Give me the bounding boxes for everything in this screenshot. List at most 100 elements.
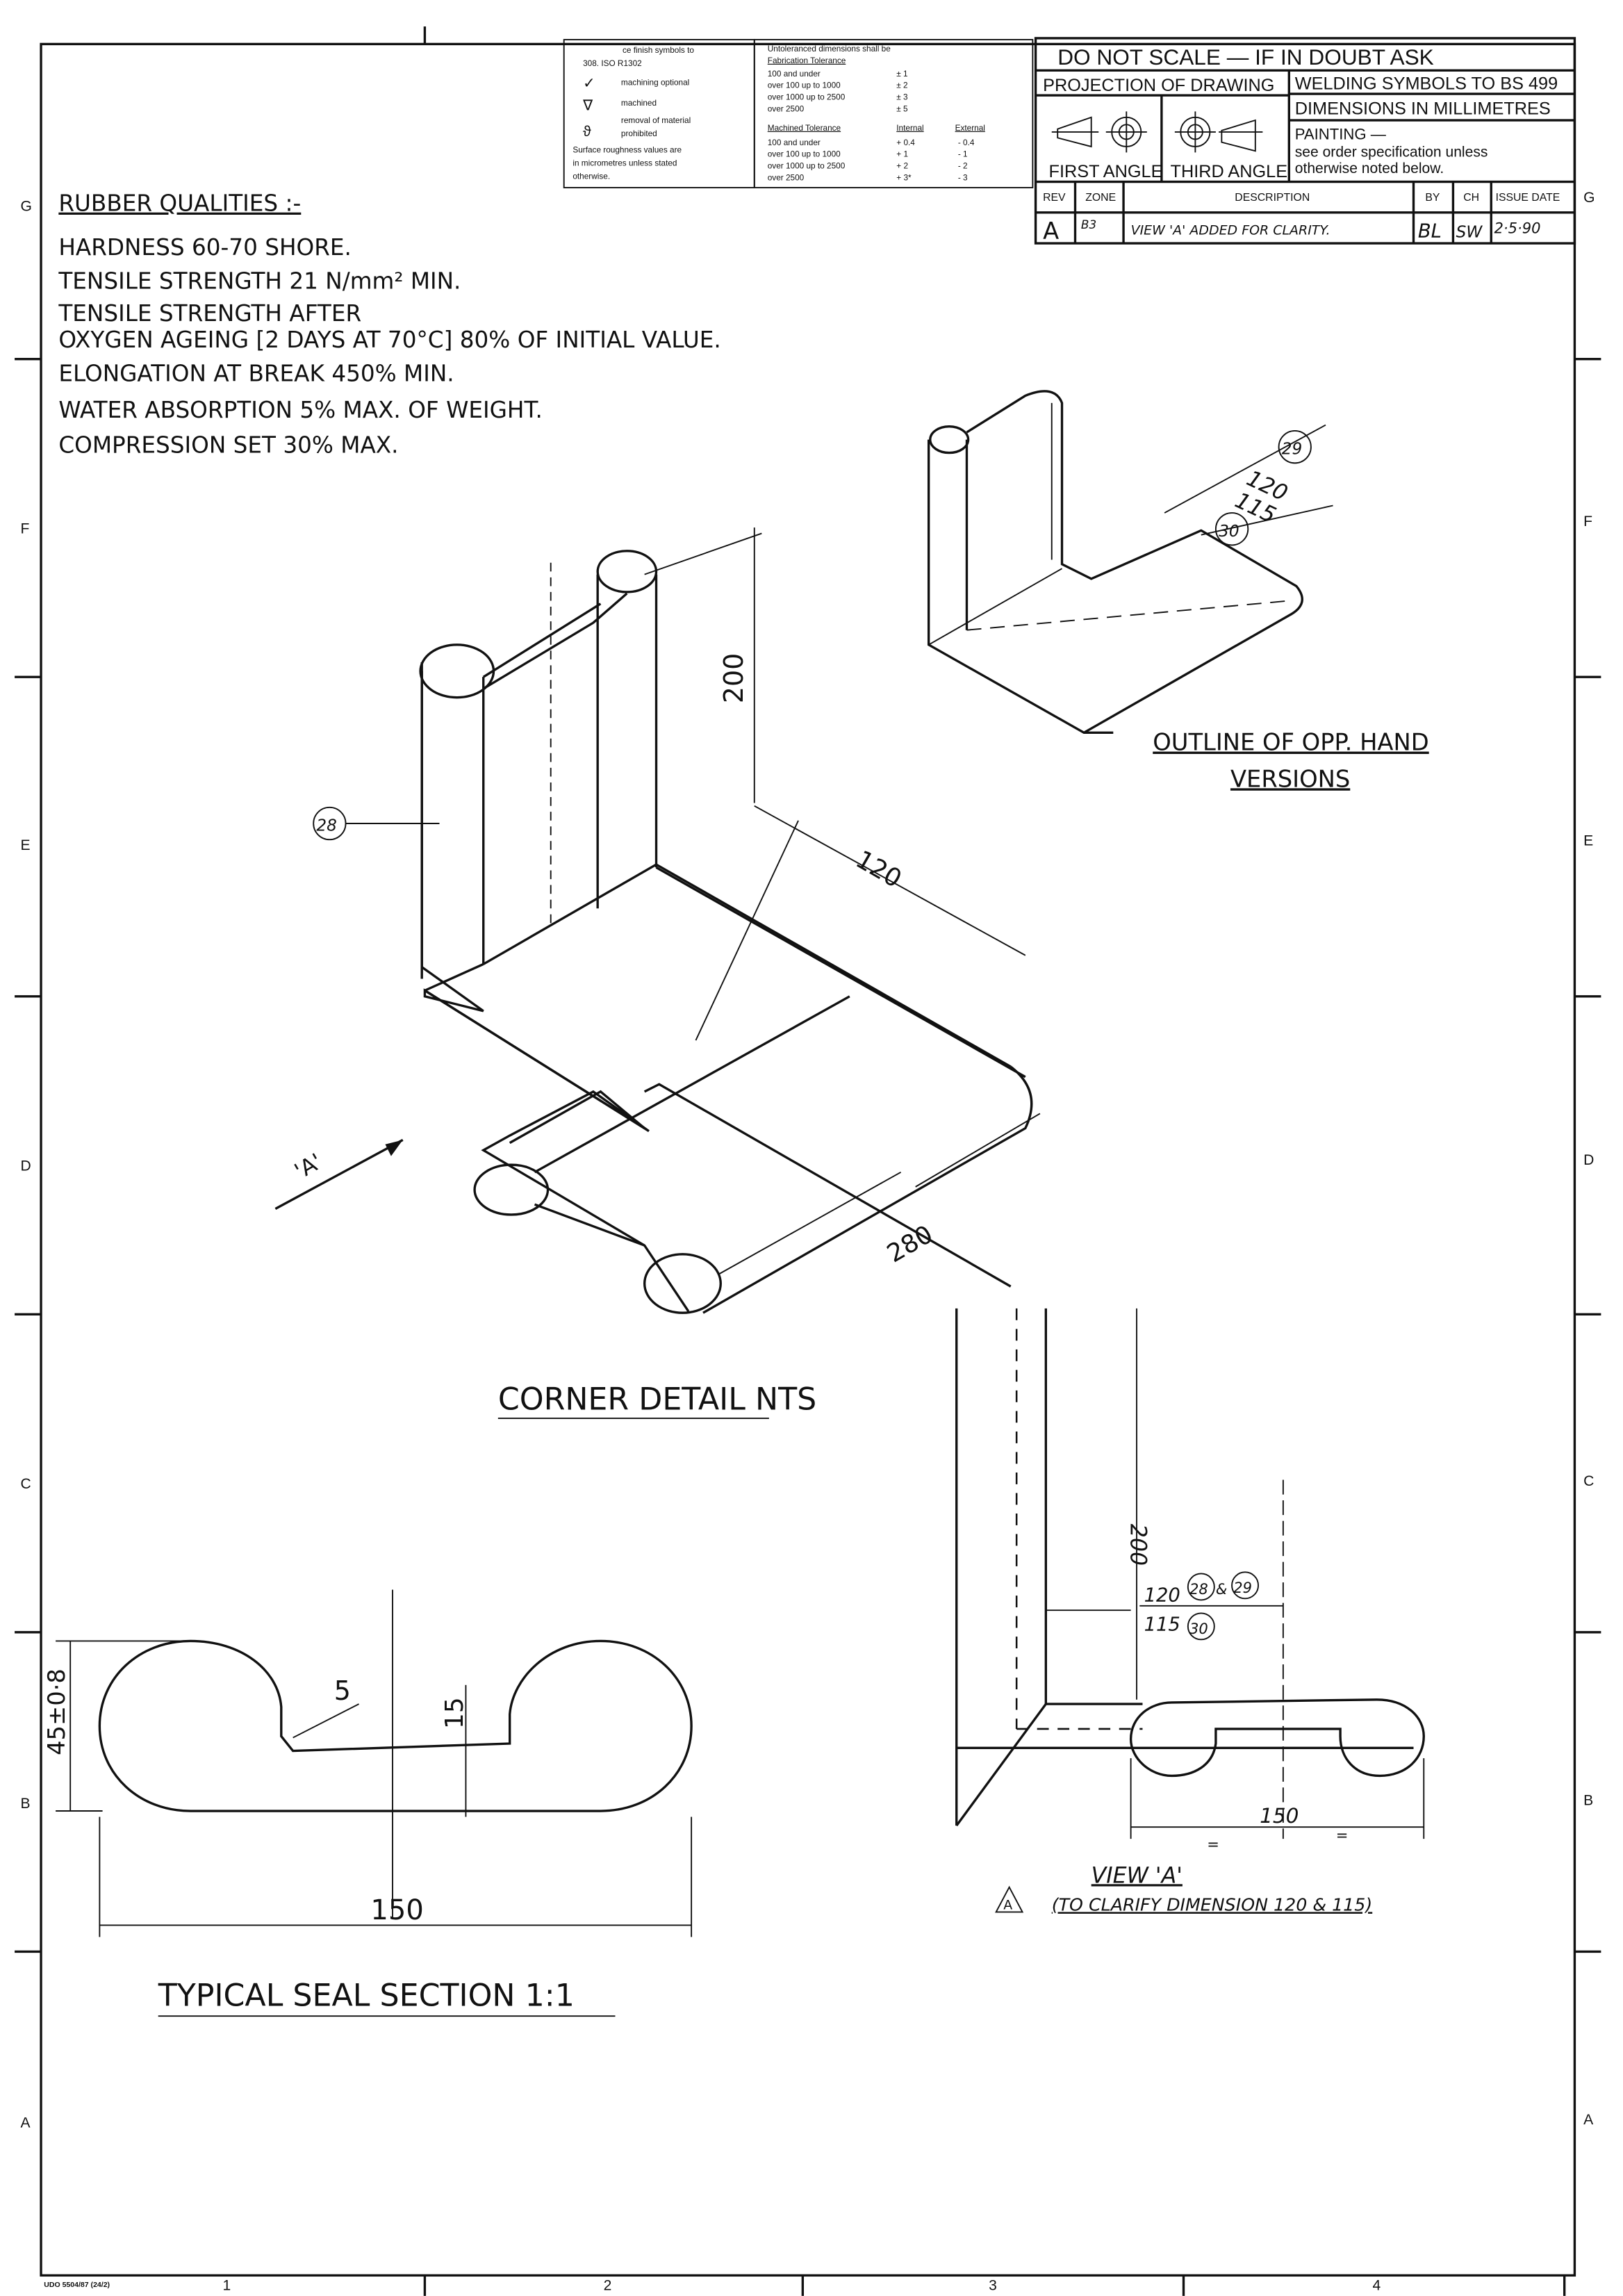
zone-2: 2 bbox=[604, 2277, 612, 2293]
view-a-note: (TO CLARIFY DIMENSION 120 & 115) bbox=[1052, 1894, 1372, 1914]
fab-range: over 100 up to 1000 bbox=[768, 81, 841, 90]
opp-hand-title-1: OUTLINE OF OPP. HAND bbox=[1153, 729, 1428, 756]
roughness-note-3: otherwise. bbox=[572, 171, 610, 181]
rubber-line: WATER ABSORPTION 5% MAX. OF WEIGHT. bbox=[58, 397, 543, 423]
view-a-dim-120: 120 bbox=[1144, 1585, 1180, 1607]
zone-e-left: E bbox=[21, 837, 31, 853]
view-a-dim-150: 150 bbox=[1260, 1804, 1299, 1828]
fab-range: over 2500 bbox=[768, 104, 805, 113]
rev-header: REV bbox=[1043, 192, 1066, 204]
fab-range: 100 and under bbox=[768, 69, 821, 79]
ch-header: CH bbox=[1463, 192, 1479, 204]
title-block: DO NOT SCALE — IF IN DOUBT ASK PROJECTIO… bbox=[1034, 37, 1576, 245]
mach-range: over 1000 up to 2500 bbox=[768, 161, 846, 171]
view-a-dim-115: 115 bbox=[1144, 1614, 1180, 1636]
projection-label: PROJECTION OF DRAWING bbox=[1043, 76, 1274, 95]
fabrication-rows: 100 and under± 1 over 100 up to 1000± 2 … bbox=[768, 69, 908, 114]
machined: machined bbox=[621, 98, 657, 108]
drawing-frame bbox=[15, 26, 1601, 2296]
zone-f-right: F bbox=[1583, 514, 1592, 530]
zone-4: 4 bbox=[1372, 2277, 1381, 2293]
mach-range: 100 and under bbox=[768, 138, 821, 147]
seal-dim-5: 5 bbox=[334, 1675, 351, 1706]
mach-ext: - 2 bbox=[958, 161, 968, 171]
item-balloon-29: 29 bbox=[1282, 440, 1303, 459]
view-a-item-28: 28 bbox=[1189, 1580, 1208, 1598]
zone-b-right: B bbox=[1583, 1793, 1593, 1809]
third-angle-label: THIRD ANGLE bbox=[1171, 162, 1288, 181]
painting-note-2: otherwise noted below. bbox=[1295, 161, 1444, 177]
first-angle-label: FIRST ANGLE bbox=[1049, 162, 1163, 181]
seal-dim-150: 150 bbox=[370, 1894, 423, 1926]
check-symbol-icon: ✓ bbox=[583, 76, 595, 92]
opp-hand-title-2: VERSIONS bbox=[1230, 765, 1350, 792]
mach-range: over 2500 bbox=[768, 172, 805, 182]
zone-d-right: D bbox=[1583, 1152, 1594, 1168]
description-header: DESCRIPTION bbox=[1235, 192, 1310, 204]
fab-tol: ± 2 bbox=[896, 81, 907, 90]
roughness-note-2: in micrometres unless stated bbox=[572, 158, 677, 167]
zone-c-right: C bbox=[1583, 1473, 1594, 1489]
zone-g-right: G bbox=[1583, 190, 1595, 206]
view-a-item-30: 30 bbox=[1189, 1620, 1208, 1637]
mach-ext: - 0.4 bbox=[958, 138, 975, 147]
first-angle-symbol-icon bbox=[1051, 111, 1147, 153]
corner-dim-280: 280 bbox=[882, 1220, 938, 1269]
zone-b-left: B bbox=[21, 1796, 31, 1812]
external-header: External bbox=[955, 123, 985, 133]
third-angle-symbol-icon bbox=[1174, 111, 1263, 153]
ch-value: SW bbox=[1456, 223, 1483, 242]
fab-tol: ± 1 bbox=[896, 69, 907, 79]
rubber-title: RUBBER QUALITIES :- bbox=[58, 190, 301, 217]
rubber-line: ELONGATION AT BREAK 450% MIN. bbox=[58, 360, 454, 386]
machined-rows: 100 and under+ 0.4- 0.4 over 100 up to 1… bbox=[768, 138, 975, 183]
tolerance-title: Untoleranced dimensions shall be bbox=[768, 44, 891, 54]
opp-hand-drawing: 29 30 120 115 OUTLINE OF OPP. HAND VERSI… bbox=[927, 390, 1429, 792]
fab-tol: ± 5 bbox=[896, 104, 908, 113]
rubber-line: HARDNESS 60-70 SHORE. bbox=[58, 234, 352, 261]
zone-e-right: E bbox=[1583, 833, 1593, 849]
by-value: BL bbox=[1418, 221, 1442, 243]
revision-triangle-icon bbox=[995, 1885, 1024, 1913]
zone-c-left: C bbox=[21, 1476, 31, 1492]
rubber-qualities: RUBBER QUALITIES :- HARDNESS 60-70 SHORE… bbox=[58, 190, 720, 459]
fabrication-header: Fabrication Tolerance bbox=[768, 56, 846, 65]
seal-dim-45: 45±0·8 bbox=[43, 1668, 70, 1755]
view-a-marker: 'A' bbox=[290, 1149, 327, 1185]
description-value: VIEW 'A' ADDED FOR CLARITY. bbox=[1131, 222, 1330, 238]
by-header: BY bbox=[1425, 192, 1440, 204]
rev-value: A bbox=[1043, 218, 1059, 245]
mach-range: over 100 up to 1000 bbox=[768, 149, 841, 159]
issue-date-header: ISSUE DATE bbox=[1496, 192, 1560, 204]
seal-section-title: TYPICAL SEAL SECTION 1:1 bbox=[158, 1978, 575, 2013]
zone-f-left: F bbox=[21, 521, 30, 537]
surface-finish-line2: 308. ISO R1302 bbox=[583, 58, 642, 68]
dimensions-label: DIMENSIONS IN MILLIMETRES bbox=[1295, 99, 1551, 119]
internal-header: Internal bbox=[896, 123, 923, 133]
equal-mark-right: = bbox=[1336, 1826, 1349, 1844]
seal-dim-15: 15 bbox=[440, 1697, 469, 1729]
prohibited: prohibited bbox=[621, 129, 657, 138]
revision-row: A B3 VIEW 'A' ADDED FOR CLARITY. BL SW 2… bbox=[1043, 218, 1540, 245]
mach-ext: - 3 bbox=[958, 172, 968, 182]
zone-value: B3 bbox=[1081, 218, 1096, 231]
rubber-line: OXYGEN AGEING [2 DAYS AT 70°C] 80% OF IN… bbox=[58, 327, 720, 353]
welding-symbols-label: WELDING SYMBOLS TO BS 499 bbox=[1295, 74, 1558, 94]
tolerance-box: Untoleranced dimensions shall be Fabrica… bbox=[753, 39, 1034, 188]
corner-dim-200: 200 bbox=[718, 653, 749, 703]
rubber-line: TENSILE STRENGTH AFTER bbox=[58, 300, 361, 327]
item-balloon-28: 28 bbox=[316, 817, 337, 835]
zone-a-right: A bbox=[1583, 2112, 1594, 2128]
issue-date-value: 2·5·90 bbox=[1494, 219, 1540, 236]
zone-a-left: A bbox=[21, 2115, 31, 2131]
rubber-line: COMPRESSION SET 30% MAX. bbox=[58, 432, 398, 459]
mach-ext: - 1 bbox=[958, 149, 968, 159]
view-a-item-29: 29 bbox=[1233, 1579, 1252, 1596]
view-a-drawing: 200 120 28 & 29 115 30 150 = = VIEW 'A' … bbox=[955, 1308, 1425, 1914]
mach-int: + 3* bbox=[896, 172, 912, 182]
view-arrow-icon bbox=[385, 1140, 403, 1156]
no-removal-symbol-icon: ϑ bbox=[583, 124, 591, 140]
fab-tol: ± 3 bbox=[896, 92, 908, 102]
fab-range: over 1000 up to 2500 bbox=[768, 92, 846, 102]
